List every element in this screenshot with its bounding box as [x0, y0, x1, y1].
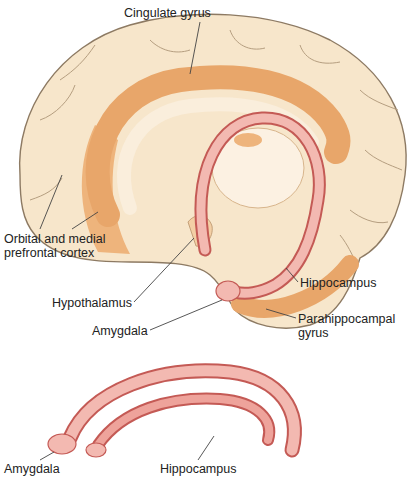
- small-amygdala: [86, 443, 106, 457]
- structure-label: Parahippocampal gyrus: [298, 312, 404, 340]
- structure-label: Orbital and medial prefrontal cortex: [4, 232, 122, 260]
- small-hippocampus-outline: [70, 371, 294, 450]
- hippocampus-fill: [201, 118, 319, 293]
- hippocampus-outline: [201, 118, 319, 293]
- structure-label: Cingulate gyrus: [124, 6, 264, 20]
- structure-label: Amygdala: [4, 462, 74, 476]
- small-hippocampus-fill: [70, 371, 294, 450]
- structure-label: Hippocampus: [300, 276, 410, 290]
- structure-label: Hypothalamus: [52, 296, 132, 310]
- structure-label: Amygdala: [92, 324, 162, 338]
- amygdala: [216, 281, 240, 301]
- small-fornix-outline: [98, 399, 269, 445]
- thalamus-nucleus: [234, 133, 262, 147]
- structure-label: Hippocampus: [160, 462, 250, 476]
- small-fornix-fill: [98, 399, 269, 445]
- small-amygdala: [48, 434, 76, 454]
